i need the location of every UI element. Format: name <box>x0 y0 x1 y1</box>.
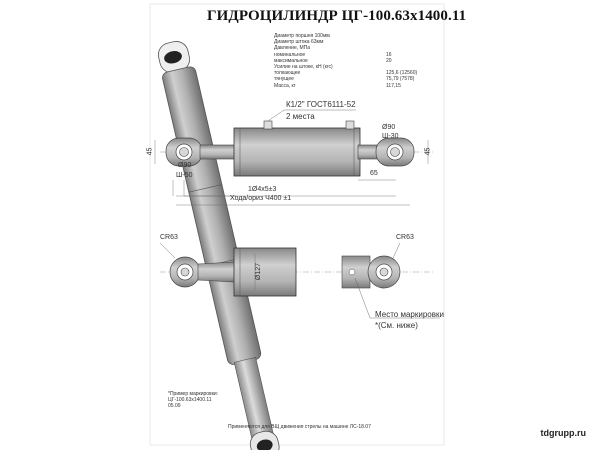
site-watermark[interactable]: tdgrupp.ru <box>540 428 587 438</box>
spec-row: Диаметр поршня 100мм <box>274 33 330 39</box>
port-right <box>345 120 355 130</box>
spec-table: Диаметр поршня 100мм Диаметр штока 63мм … <box>274 33 417 89</box>
lower-barrel <box>233 247 297 297</box>
port-count-label: 2 места <box>286 112 315 121</box>
top-eye-hole <box>164 51 182 64</box>
port-thread-label: К1/2" ГОСТ6111-52 <box>286 100 356 109</box>
dim-d50-left: Ш-50 <box>176 172 193 179</box>
bottom-eye-hole <box>256 439 273 450</box>
spec-row: Усилие на штоке, кН (кгс) <box>274 64 333 71</box>
dim-65: 65 <box>370 170 378 177</box>
side-view-lower <box>159 242 440 319</box>
isometric-cylinder <box>157 41 280 450</box>
dim-d127: Ø127 <box>255 262 263 281</box>
drawing-title: ГИДРОЦИЛИНДР ЦГ-100.63х1400.11 <box>207 8 467 24</box>
dim-d90-left: Ø90 <box>178 162 192 169</box>
cylinder-barrel <box>162 66 262 365</box>
dim-sr63-right: СR63 <box>396 234 414 241</box>
marking-example: *Пример маркировки: ЦГ-100.63х1400.11 05… <box>168 391 219 410</box>
dim-d30-right: Ш-30 <box>382 133 399 140</box>
spec-row: Давление, МПа <box>274 45 311 52</box>
side-view-upper <box>154 109 435 206</box>
dim-stroke: 1Ø4x5±3 <box>248 186 277 193</box>
frame-border <box>149 3 445 446</box>
dim-45-right: 45 <box>424 147 432 156</box>
marking-location-label: Место маркировки <box>375 310 444 319</box>
application-footnote: Применяются для ВЩ движения стрелы на ма… <box>228 424 371 430</box>
spec-row: Диаметр штока 63мм <box>274 39 324 46</box>
dim-sr63-left: СR63 <box>160 234 178 241</box>
marking-note-label: *(См. ниже) <box>375 321 418 330</box>
upper-barrel <box>233 127 361 177</box>
dim-45-left: 45 <box>146 147 154 156</box>
port-left <box>263 120 273 130</box>
dim-overall: Хода/ориз Ч400 ±1 <box>230 195 292 202</box>
dim-d90-right: Ø90 <box>382 124 396 131</box>
